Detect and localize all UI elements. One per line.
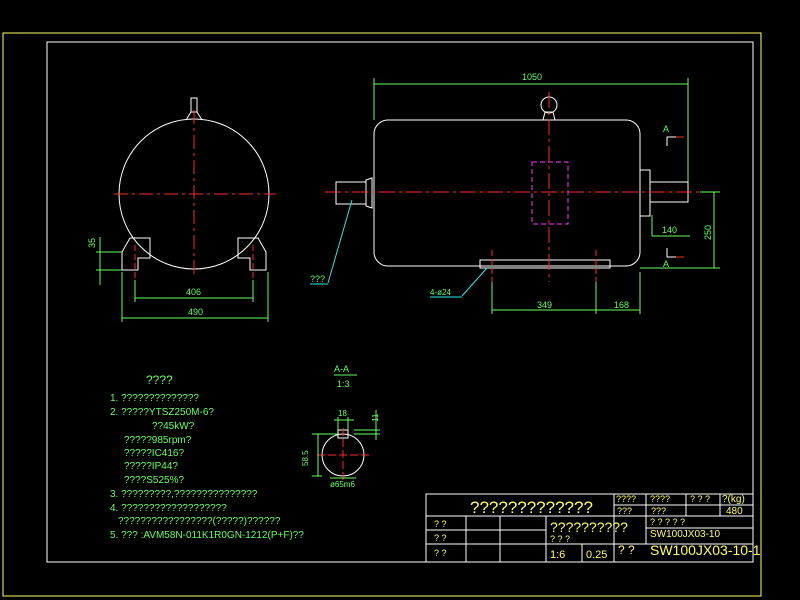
note-line-6: ?????IP44? [124, 461, 178, 472]
note-line-11: 5. ??? :AVM58N-011K1R0GN-1212(P+F)?? [110, 530, 304, 541]
title-sub: ?????????? [550, 519, 628, 535]
title-sheet-mark: ? ? [618, 543, 635, 557]
dim-key-width: 18 [338, 409, 347, 418]
title-col-c: ? ? ? [690, 494, 710, 504]
section-marker-bottom: A [663, 259, 669, 269]
title-value: 0.25 [586, 549, 607, 561]
notes-title: ???? [146, 373, 173, 387]
title-marks-row: ? ? ? ? ? [650, 517, 685, 527]
end-view: 35 406 490 [87, 97, 276, 322]
dim-center-height: 250 [703, 225, 713, 240]
base-plate [479, 259, 611, 269]
title-col-b: ???? [650, 494, 670, 504]
dim-key-height: 58.5 [301, 450, 310, 466]
title-row2-a: ??? [617, 506, 632, 516]
rear-coupling [335, 181, 367, 205]
end-view-right-foot [237, 237, 267, 271]
outer-border [2, 32, 762, 597]
section-title: A-A [334, 364, 349, 374]
title-scale: 1:6 [550, 549, 565, 561]
note-line-5: ?????IC416? [124, 448, 184, 459]
note-line-3: ??45kW? [152, 421, 195, 432]
title-left-cell-1: ? ? [434, 519, 447, 529]
inner-border [46, 41, 754, 563]
title-main: ????????????? [470, 498, 593, 517]
dim-base-len-1: 349 [537, 300, 552, 310]
label-bolt-holes: 4-ø24 [430, 288, 451, 297]
side-view: 1050 A A [310, 72, 720, 314]
dim-shaft-extension: 140 [662, 225, 677, 235]
title-row2-b: ??? [651, 506, 666, 516]
title-bottom-marks: ? ? ? [550, 534, 570, 544]
title-weight-label: ?(kg) [722, 494, 745, 505]
section-marker-top: A [663, 124, 669, 134]
dim-key-depth: 11 [371, 413, 380, 422]
dim-foot-height: 35 [87, 238, 97, 248]
note-line-4: ?????985rpm? [124, 435, 192, 446]
title-left-cell-3: ? ? [434, 548, 447, 558]
leader-coupling [327, 199, 353, 284]
shaft-end [639, 169, 651, 217]
title-weight-value: 480 [726, 506, 743, 517]
dim-overall-length: 1050 [522, 72, 542, 82]
note-line-1: 1. ?????????????? [110, 393, 199, 404]
dim-foot-span-outer: 490 [188, 307, 203, 317]
title-left-cell-2: ? ? [434, 533, 447, 543]
note-line-9: 4. ??????????????????? [110, 503, 227, 514]
dim-foot-span-inner: 406 [186, 287, 201, 297]
dim-base-len-2: 168 [614, 300, 629, 310]
title-block: ????????????? ???? ???? ? ? ? ?(kg) ??? … [425, 493, 761, 563]
dim-bore: ø65m6 [330, 480, 355, 489]
note-line-8: 3. ?????????,??????????????? [110, 489, 258, 500]
rear-flange [365, 177, 373, 209]
title-drawing-no: SW100JX03-10-1 [650, 542, 761, 558]
note-line-10: ?????????????????(?????)?????? [118, 516, 281, 527]
technical-notes: ???? 1. ?????????????? 2. ?????YTSZ250M-… [110, 373, 304, 541]
label-coupling: ??? [310, 274, 325, 284]
leader-bolt-holes [461, 267, 488, 297]
note-line-2: 2. ?????YTSZ250M-6? [110, 407, 214, 418]
title-col-a: ???? [616, 494, 636, 504]
section-scale: 1:3 [337, 379, 350, 389]
side-view-body [373, 119, 641, 267]
title-drawing-no-small: SW100JX03-10 [650, 529, 720, 540]
end-view-left-foot [121, 237, 151, 271]
section-aa: A-A 1:3 18 11 58.5 ø65m6 [301, 364, 380, 489]
note-line-7: ????S525%? [124, 475, 184, 486]
terminal-box-hidden [531, 161, 569, 225]
